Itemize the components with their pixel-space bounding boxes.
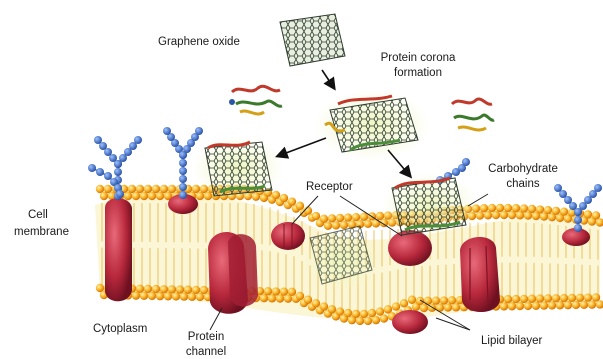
protein-channel-label-line2: channel [176, 345, 236, 359]
lipid-head [332, 221, 340, 229]
sugar-bead [574, 216, 582, 224]
lipid-bilayer-label: Lipid bilayer [481, 334, 542, 348]
cytoplasm-label: Cytoplasm [93, 322, 147, 336]
lipid-head [508, 302, 516, 310]
protein-corona-right [382, 173, 478, 237]
lipid-head [516, 302, 524, 310]
sugar-bead [195, 127, 203, 135]
sugar-bead [179, 175, 187, 183]
cell-membrane-label-line1: Cell [28, 208, 48, 222]
free-protein-right [452, 99, 494, 130]
protein-left [105, 198, 132, 301]
lipid-head [372, 219, 380, 227]
protein-corona-left [193, 136, 283, 200]
lipid-head [564, 301, 572, 309]
graphene-oxide-label: Graphene oxide [158, 35, 240, 49]
sugar-bead [116, 190, 124, 198]
sugar-chain-left-branch-right [114, 136, 142, 168]
lipid-head [524, 302, 532, 310]
free-protein-left [229, 86, 282, 114]
lipid-head [364, 317, 372, 325]
lipid-head [556, 301, 564, 309]
lipid-head [572, 301, 580, 309]
lipid-head [340, 221, 348, 229]
lipid-head [588, 300, 596, 308]
carbohydrate-label-line2: chains [478, 177, 568, 191]
lipid-head [548, 301, 556, 309]
graphene-oxide-sheet [280, 14, 345, 66]
protein-corona-center [314, 90, 430, 160]
protein-corona-label-line2: formation [370, 66, 466, 80]
carbohydrate-label-line1: Carbohydrate [478, 162, 568, 176]
sugar-bead [179, 159, 187, 167]
sugar-bead [179, 183, 187, 191]
lipid-head [444, 303, 452, 311]
receptor-protein-left [271, 222, 305, 250]
lipid-head [484, 211, 492, 219]
lipid-head [452, 303, 460, 311]
lipid-head [476, 211, 484, 219]
sugar-bead [179, 167, 187, 175]
lipid-head [324, 222, 332, 230]
protein-right [460, 237, 500, 312]
sugar-bead [94, 136, 102, 144]
protein-bottom [392, 310, 428, 334]
lipid-head [500, 302, 508, 310]
lipid-head [532, 302, 540, 310]
sugar-bead [462, 158, 470, 166]
sugar-bead [88, 164, 96, 172]
protein-channel-label-line1: Protein [176, 330, 236, 344]
sugar-bead [163, 127, 171, 135]
sugar-bead [114, 168, 122, 176]
lipid-head [380, 314, 388, 322]
lipid-head [492, 211, 500, 219]
lipid-head [580, 301, 588, 309]
sugar-bead [96, 168, 104, 176]
sugar-bead [574, 224, 582, 232]
receptor-label: Receptor [306, 180, 353, 194]
cell-membrane-label-line2: membrane [14, 225, 69, 239]
sugar-bead [179, 191, 187, 199]
sugar-bead [594, 184, 602, 192]
protein-corona-label-line1: Protein corona [370, 51, 466, 65]
lipid-head [420, 304, 428, 312]
protein-channel [208, 232, 258, 314]
sugar-bead [134, 136, 142, 144]
sugar-bead [104, 172, 112, 180]
lipid-head [372, 316, 380, 324]
lipid-head [364, 220, 372, 228]
lipid-head [540, 301, 548, 309]
